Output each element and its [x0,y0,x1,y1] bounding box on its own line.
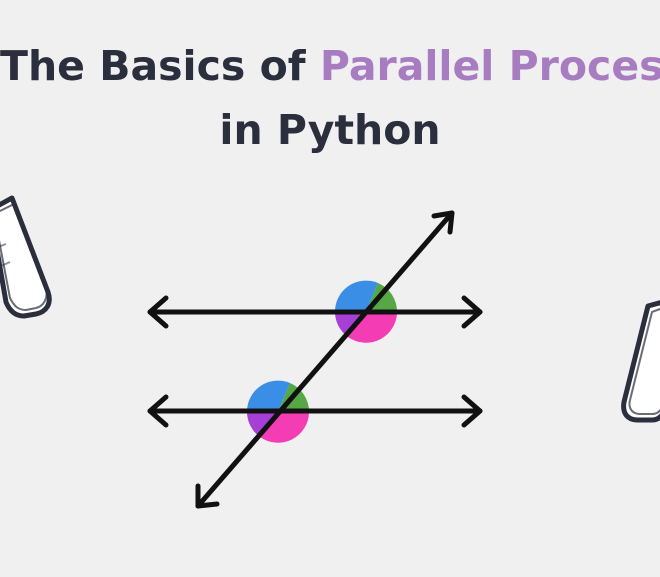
page-title-line-1: The Basics of Parallel Processing [0,42,660,90]
angle-blue-upper [334,280,378,312]
arrowhead-left-icon [147,295,169,329]
transversal-line [195,210,455,509]
pencil-sketch-left-icon [0,195,52,319]
arrowhead-left-icon [147,394,169,428]
parallel-line-lower [147,394,483,428]
title-text-plain: The Basics of [0,42,320,90]
pencil-sketch-right-icon [621,300,660,423]
title-text-accent: Parallel Processing [319,42,660,90]
arrowhead-down-left-icon [195,483,220,509]
parallel-line-upper [147,295,483,329]
angle-pink-upper [348,312,397,343]
angle-blue-lower [246,380,290,412]
page-title-line-2: in Python [219,106,441,154]
angle-purple-lower [247,412,278,437]
arrowhead-right-icon [461,394,483,428]
arrowhead-up-right-icon [431,210,455,235]
angle-pink-lower [260,412,309,443]
arrowhead-right-icon [461,295,483,329]
